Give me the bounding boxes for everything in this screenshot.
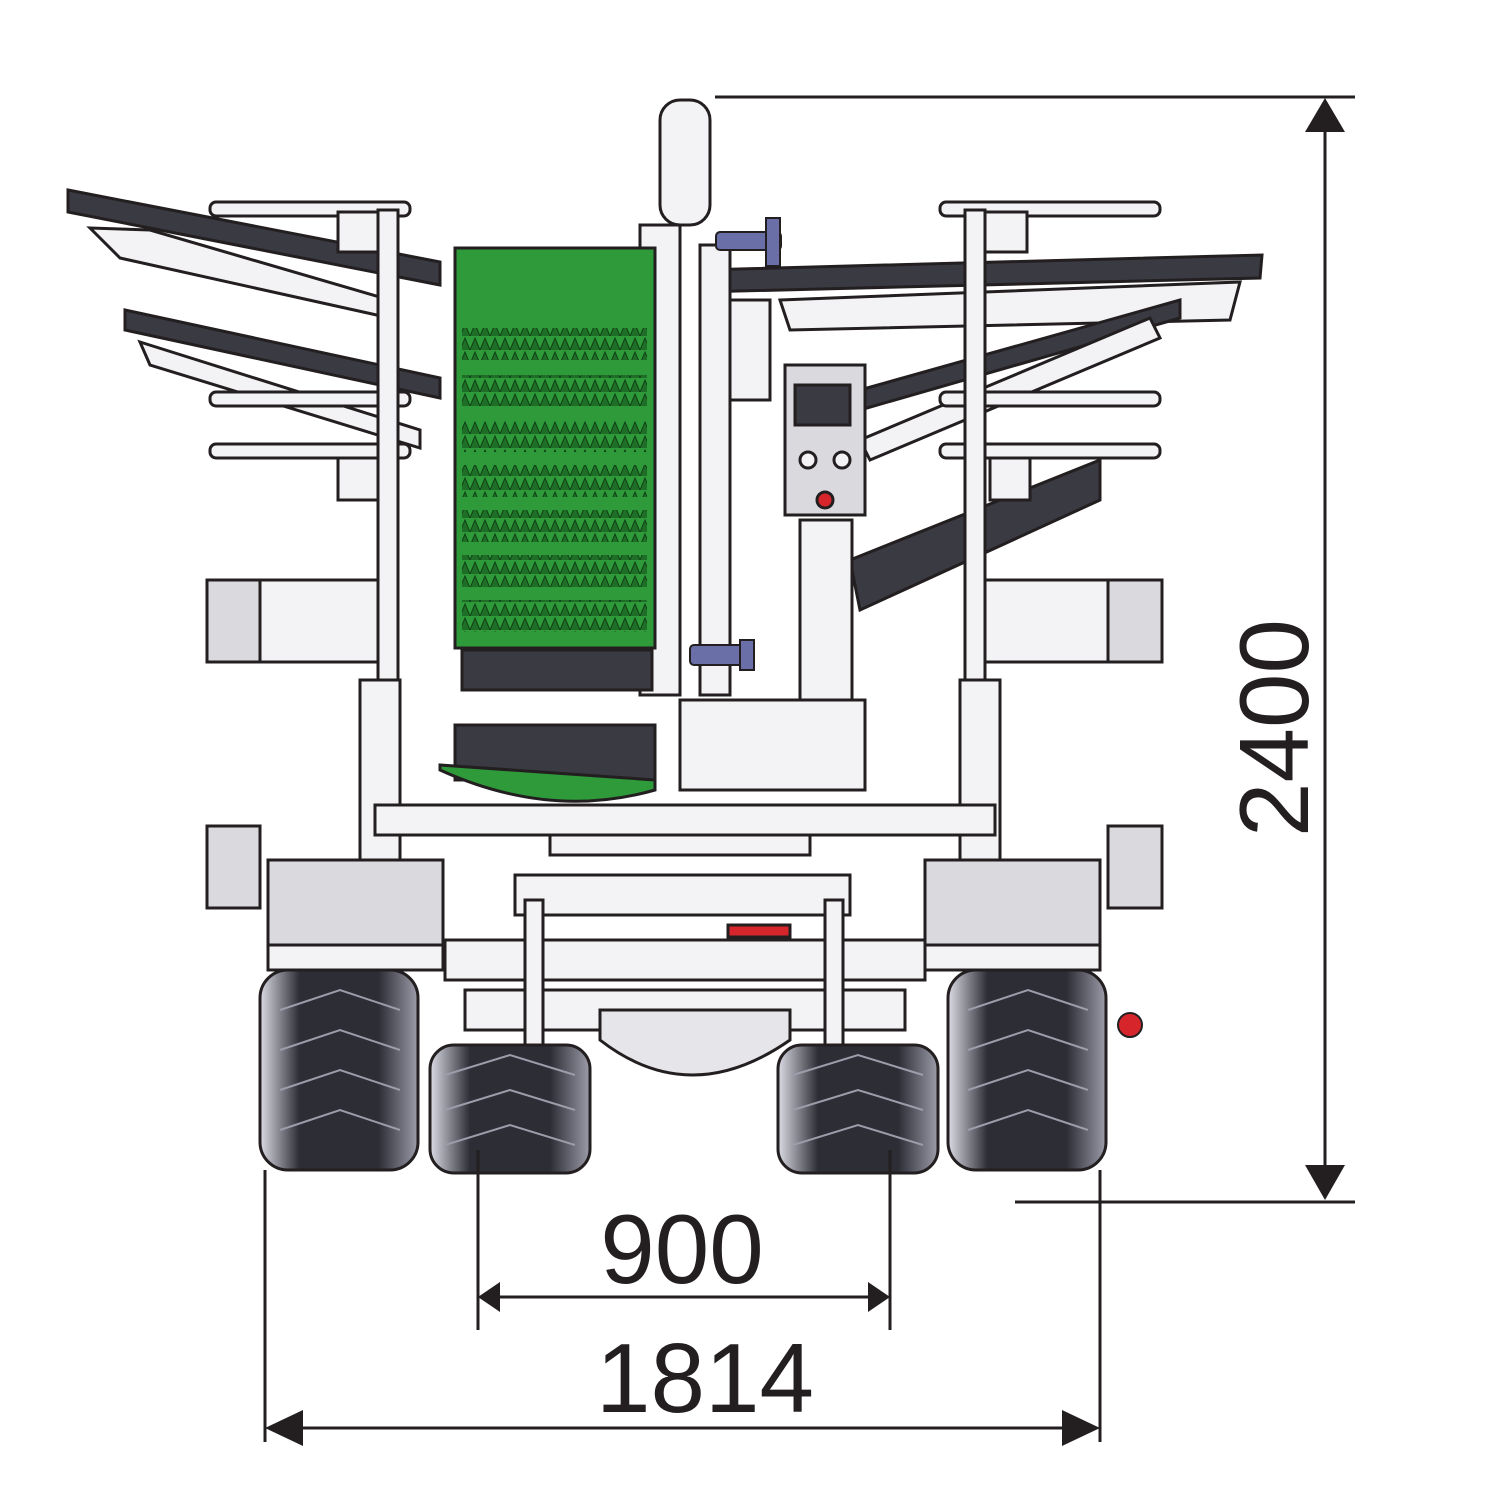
main-frame [358, 98, 1002, 1077]
dimension-overall-width [263, 1170, 1102, 1446]
dimension-inner-track [476, 1150, 892, 1330]
left-upper-conveyor-arms [66, 188, 442, 502]
dimension-height-label: 2400 [1219, 619, 1329, 837]
inner-right-tire [776, 1043, 940, 1175]
dimension-inner-track-label: 900 [600, 1194, 764, 1304]
dimension-height [715, 95, 1355, 1204]
hydraulic-cylinders [689, 217, 782, 671]
green-elevator-belt [438, 246, 657, 803]
inner-left-tire [428, 1043, 592, 1175]
side-panels [205, 578, 1164, 910]
dimension-overall-width-label: 1814 [596, 1323, 814, 1433]
wheel-fenders [266, 858, 1102, 972]
right-upper-conveyor-arms [698, 200, 1264, 613]
tail-light-icon [1117, 1012, 1143, 1038]
tire-treads [279, 988, 1089, 1146]
